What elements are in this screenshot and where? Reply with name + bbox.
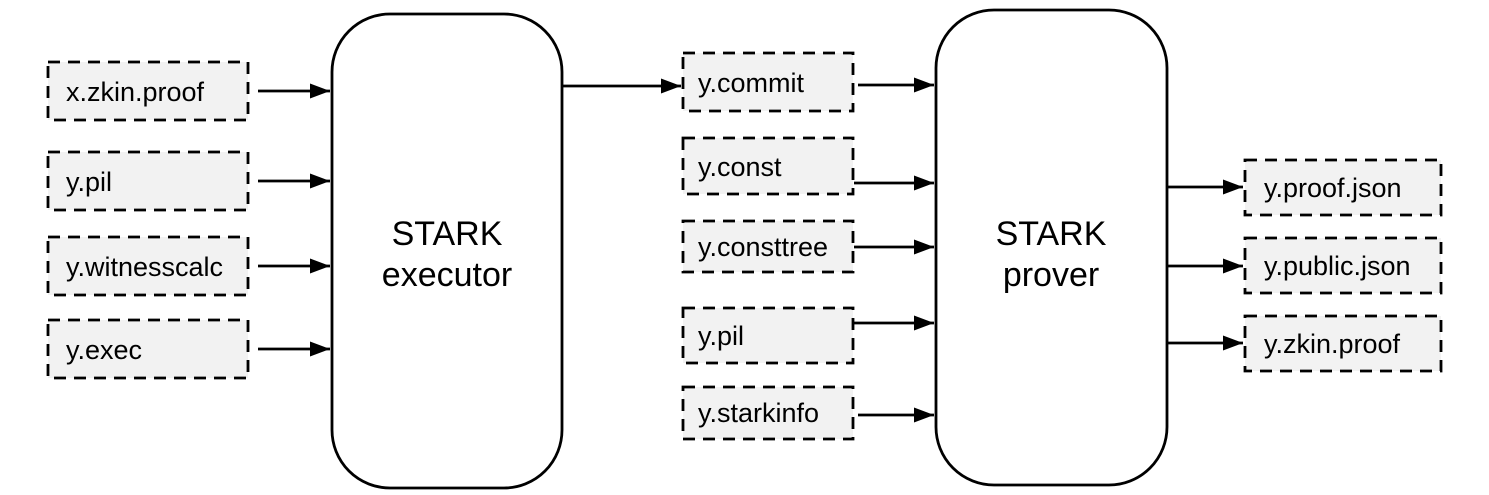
file-box-y-pil-executor: y.pil [46,150,250,212]
stark-executor-label-line2: executor [382,256,512,294]
file-box-rect [1243,314,1443,373]
file-box-y-public-json: y.public.json [1243,236,1443,295]
file-box-rect [46,150,250,212]
file-box-rect [681,136,855,196]
file-box-y-commit: y.commit [681,51,855,113]
file-box-label: y.commit [698,68,804,98]
file-box-y-starkinfo: y.starkinfo [681,385,855,441]
file-box-rect [1243,236,1443,295]
file-box-label: y.starkinfo [698,398,819,428]
file-box-label: y.public.json [1264,251,1411,281]
stark-prover-box: STARK prover [934,8,1169,487]
file-box-y-witnesscalc: y.witnesscalc [46,235,250,297]
file-box-y-proof-json: y.proof.json [1243,158,1443,217]
file-box-rect [681,219,855,274]
stark-executor-label-line1: STARK [392,215,503,253]
file-box-rect [1243,158,1443,217]
file-box-rect [46,60,250,122]
file-box-rect [681,306,855,365]
stark-prover-label-line1: STARK [996,215,1107,253]
file-box-label: y.witnesscalc [66,252,223,282]
file-box-label: y.exec [66,335,142,365]
process-box-rect [330,12,564,490]
file-box-y-exec: y.exec [46,318,250,380]
stark-prover-label-line2: prover [1003,256,1099,294]
file-box-rect [46,235,250,297]
file-box-rect [681,385,855,441]
file-box-x-zkin-proof: x.zkin.proof [46,60,250,122]
file-box-rect [46,318,250,380]
stark-executor-box: STARK executor [330,12,564,490]
file-box-y-consttree: y.consttree [681,219,855,274]
file-box-label: y.pil [698,321,744,351]
file-box-label: y.consttree [698,232,828,262]
file-box-y-zkin-proof: y.zkin.proof [1243,314,1443,373]
file-box-label: y.zkin.proof [1264,329,1401,359]
process-box-rect [934,8,1169,487]
file-box-y-const: y.const [681,136,855,196]
file-box-label: x.zkin.proof [66,77,205,107]
file-box-label: y.proof.json [1264,173,1402,203]
file-box-label: y.const [698,152,782,182]
file-box-label: y.pil [66,167,112,197]
file-box-y-pil-prover: y.pil [681,306,855,365]
file-box-rect [681,51,855,113]
